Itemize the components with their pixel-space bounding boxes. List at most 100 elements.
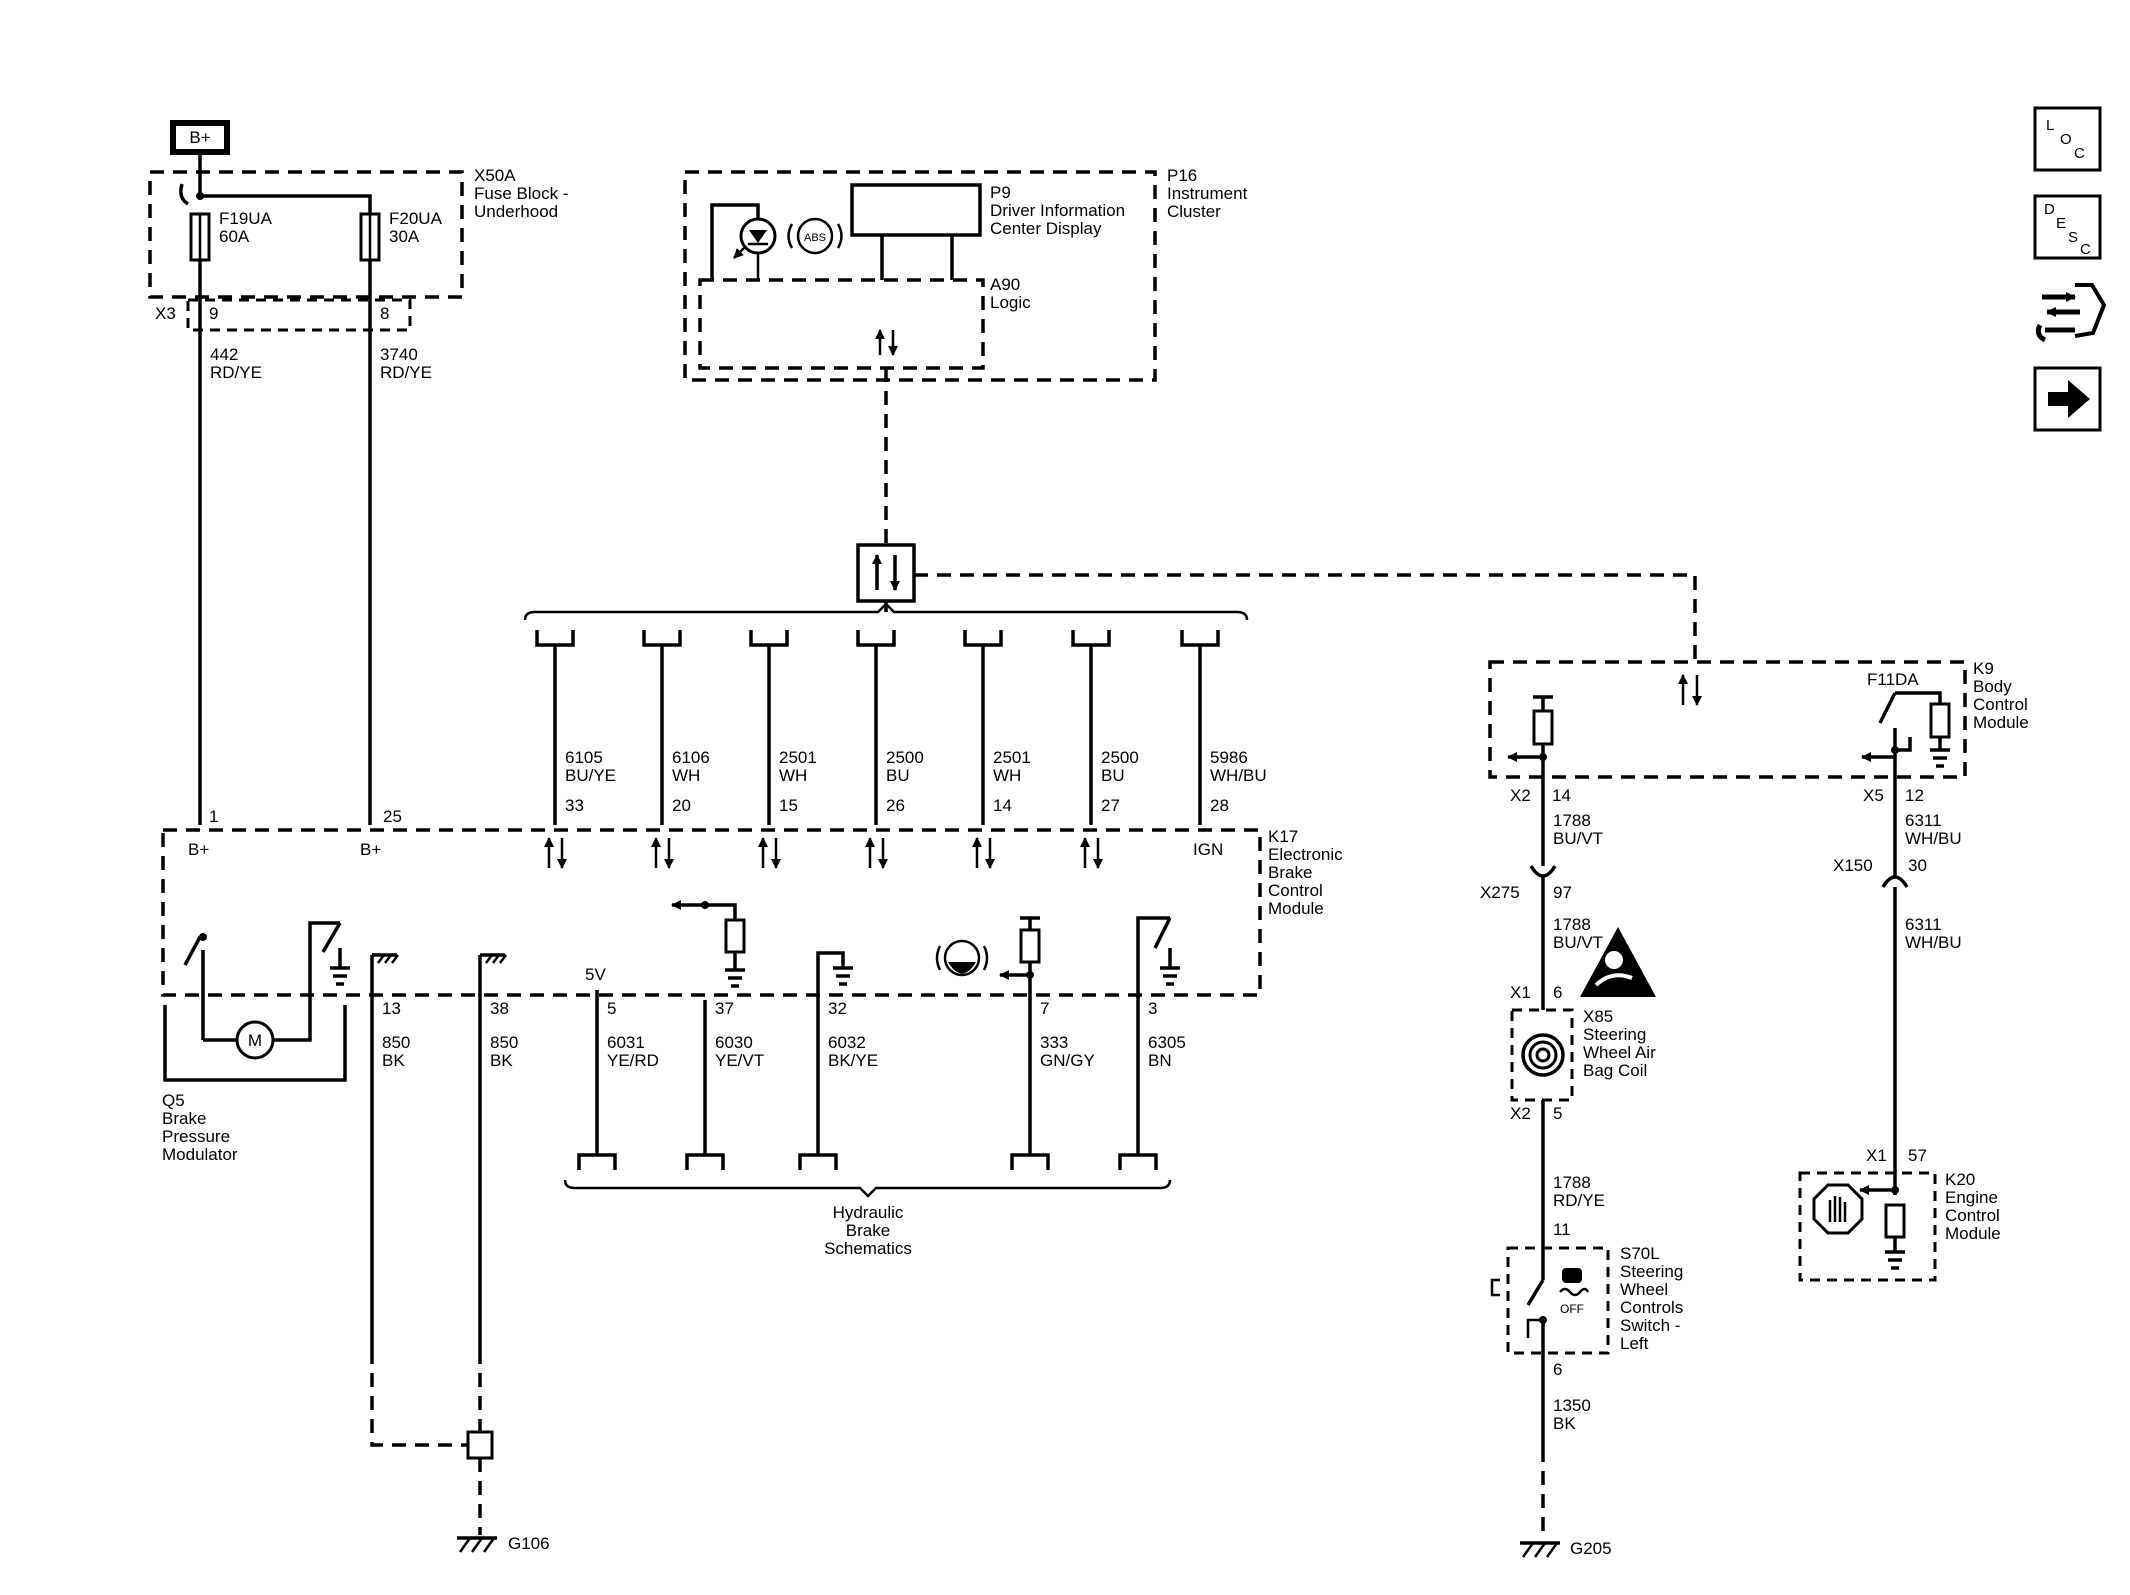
svg-text:C: C <box>2074 145 2085 162</box>
hydraulic-connector <box>798 1153 838 1170</box>
x275-label: X275 <box>1480 883 1520 902</box>
next-page-button[interactable] <box>2033 366 2102 432</box>
internal-ground-13 <box>370 953 399 1000</box>
svg-text:O: O <box>2060 131 2072 148</box>
x50a-name: Fuse Block -Underhood <box>474 184 568 221</box>
hydraulic-connector <box>577 1153 617 1170</box>
k17-id: K17 <box>1268 827 1298 846</box>
s70-id: S70L <box>1620 1244 1660 1263</box>
x85-id: X85 <box>1583 1007 1613 1026</box>
serial-data-brace <box>523 602 1249 621</box>
description-view-button[interactable]: D E S C <box>2033 194 2102 260</box>
connector-x3 <box>186 298 412 332</box>
ign-label: IGN <box>1193 840 1223 859</box>
serial-connector <box>535 630 575 647</box>
x2-pin: 14 <box>1552 786 1571 805</box>
serial-pin-label: 20 <box>672 796 691 815</box>
5v-label: 5V <box>585 965 606 984</box>
hydraulic-connector <box>1118 1153 1158 1170</box>
bcm-x5-12-circuit <box>1861 691 1951 782</box>
ground-g205-icon <box>1520 1541 1560 1558</box>
x3-pin9: 9 <box>209 304 218 323</box>
f11da-label: F11DA <box>1867 670 1919 689</box>
serial-connector <box>642 630 682 647</box>
q5-id: Q5 <box>162 1091 185 1110</box>
steering-wheel-switch-s70l <box>1506 1246 1610 1355</box>
hydraulic-brace <box>563 1179 1172 1198</box>
repair-procedure-icon[interactable] <box>2035 283 2107 343</box>
traction-off-icon: OFF <box>1559 1268 1590 1316</box>
a90-name: Logic <box>990 293 1031 312</box>
lower-pin-label: 13 <box>382 999 401 1018</box>
ground-splice <box>466 1430 494 1460</box>
lower-pin-label: 5 <box>607 999 616 1018</box>
fuse-block-connector-symbol <box>179 183 189 206</box>
x2b-label: X2 <box>1510 1104 1531 1123</box>
arrow-right-icon <box>2048 380 2090 418</box>
stop-hand-icon <box>1812 1183 1864 1235</box>
ebcm-serial-arrows <box>544 837 1103 869</box>
battery-positive: B+ <box>170 120 230 155</box>
lower-pin-label: 3 <box>1148 999 1157 1018</box>
k9-id: K9 <box>1973 659 1994 678</box>
ecm-circuit <box>1859 1185 1906 1270</box>
svg-text:E: E <box>2056 215 2066 232</box>
lower-pin-label: 38 <box>490 999 509 1018</box>
lower-pin-label: 37 <box>715 999 734 1018</box>
pin7-internal-circuit <box>999 916 1041 1000</box>
svg-text:OFF: OFF <box>1560 1302 1584 1316</box>
svg-text:S: S <box>2068 229 2078 246</box>
x275-pin: 97 <box>1553 883 1572 902</box>
bcm-x2-14-circuit <box>1507 695 1554 782</box>
x1b-pin: 57 <box>1908 1146 1927 1165</box>
lower-pin-label: 7 <box>1040 999 1049 1018</box>
s70-pin6: 6 <box>1553 1360 1562 1379</box>
p9-id: P9 <box>990 183 1011 202</box>
x3-pin8: 8 <box>380 304 389 323</box>
driver-information-display <box>850 183 982 237</box>
bplus-pin-25: B+ <box>360 840 381 859</box>
svg-text:ABS: ABS <box>804 232 826 244</box>
serial-connector <box>1071 630 1111 647</box>
a90-id: A90 <box>990 275 1020 294</box>
abs-indicator-wire <box>710 203 760 280</box>
airbag-warning-icon <box>1580 927 1656 997</box>
x3-label: X3 <box>155 304 176 323</box>
serial-pin-label: 15 <box>779 796 798 815</box>
brake-fluid-level-icon <box>935 939 989 977</box>
serial-pin-label: 28 <box>1210 796 1229 815</box>
x2-label: X2 <box>1510 786 1531 805</box>
ground-g106-icon <box>457 1536 497 1553</box>
brake-pressure-modulator-q5: M <box>163 921 350 1082</box>
connector-x275 <box>1529 865 1557 878</box>
lower-pin-label: 32 <box>828 999 847 1018</box>
logic-a90 <box>698 278 985 370</box>
location-view-button[interactable]: L O C <box>2033 106 2102 172</box>
hydraulic-connector <box>685 1153 725 1170</box>
pin3-internal-switch <box>1136 916 1180 1000</box>
ground-path-13 <box>370 1350 470 1447</box>
hydraulic-connector <box>1010 1153 1050 1170</box>
pin-25: 25 <box>383 807 402 826</box>
